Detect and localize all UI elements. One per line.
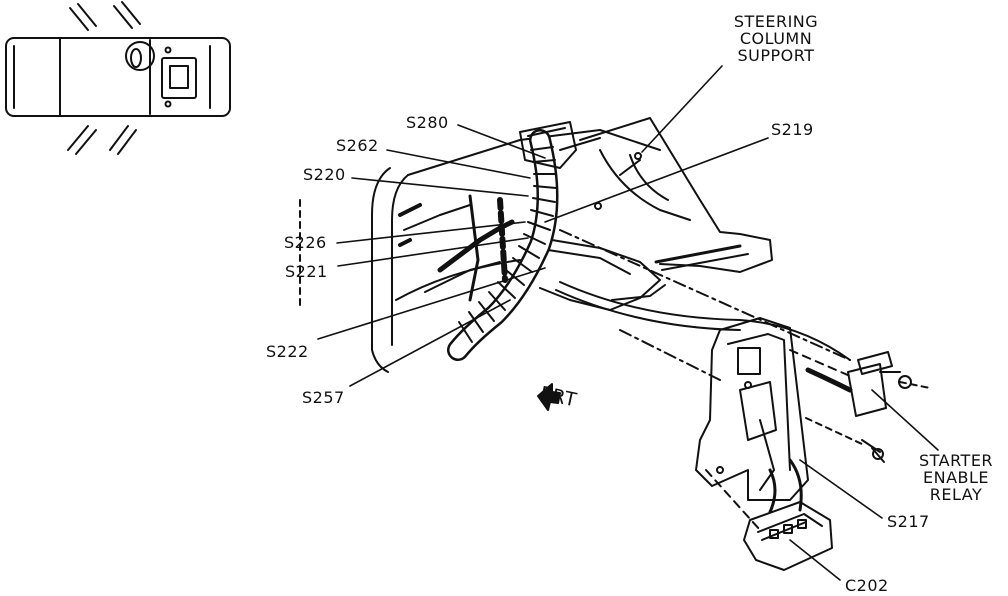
starter-enable-relay [789,349,931,417]
vehicle-locator-icon [5,1,231,155]
label-s219: S219 [771,120,814,139]
c202-connector [705,458,833,571]
front-arrow-icon [537,383,561,411]
label-s262: S262 [336,136,379,155]
leader-lines [317,65,939,581]
steering-column-support [539,117,773,311]
label-starter-enable-relay: STARTER ENABLE RELAY [918,451,994,504]
relay-mounting-bracket [695,317,809,501]
mounting-bolt [805,417,885,463]
label-steering-column-support: STEERING COLUMN SUPPORT [733,12,819,65]
label-s220: S220 [303,165,346,184]
label-s257: S257 [302,388,345,407]
alignment-lines [559,229,851,381]
label-s222: S222 [266,342,309,361]
label-s221: S221 [285,262,328,281]
label-c202: C202 [845,576,889,595]
wiring-harness [437,121,851,361]
label-s217: S217 [887,512,930,531]
dash-panel-outline [299,129,661,373]
label-s280: S280 [406,113,449,132]
label-s226: S226 [284,233,327,252]
